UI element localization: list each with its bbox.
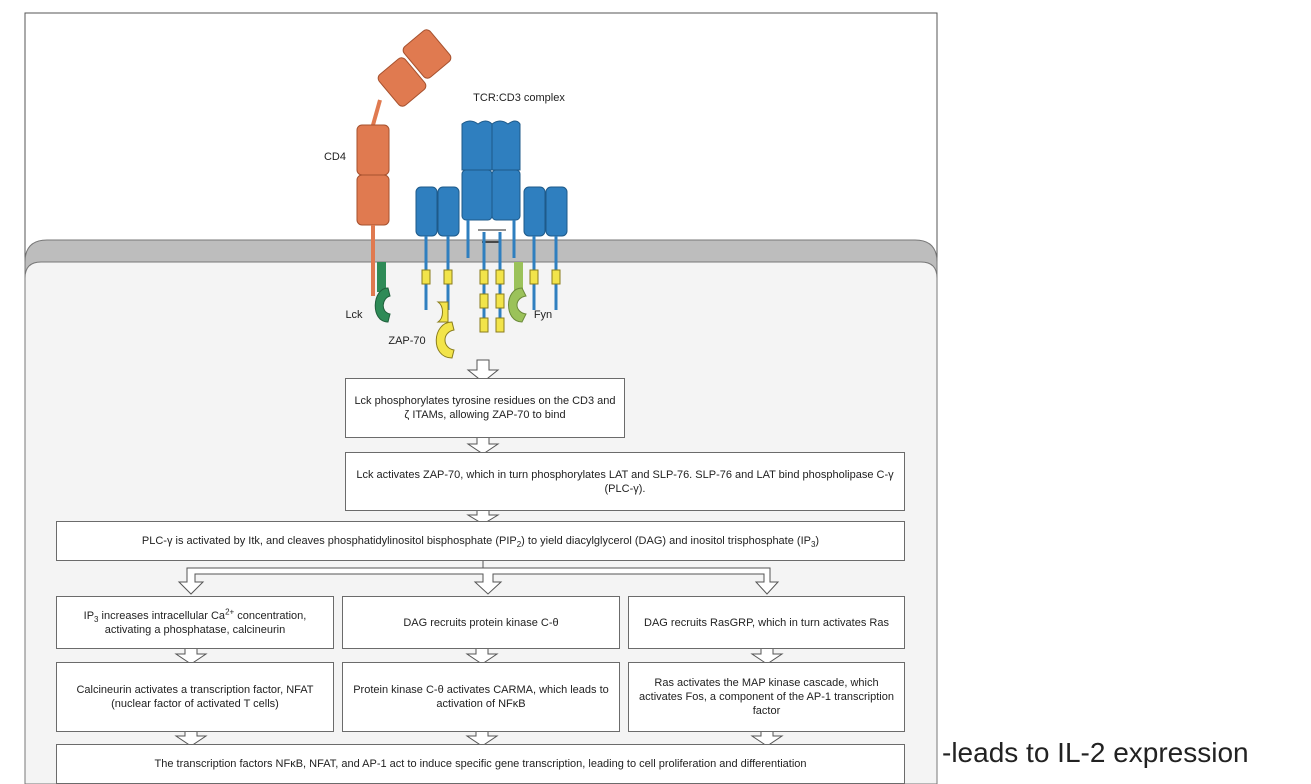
step-plc-gamma-text: PLC-γ is activated by Itk, and cleaves p… (141, 535, 820, 550)
step-plc-gamma: PLC-γ is activated by Itk, and cleaves p… (56, 521, 905, 561)
step-calcineurin-nfat: Calcineurin activates a transcription fa… (56, 662, 334, 732)
zap70-label: ZAP-70 (388, 335, 425, 347)
step-transcription-factors: The transcription factors NFκB, NFAT, an… (56, 744, 905, 784)
lck-kinase (374, 262, 391, 323)
step-ras-mapk: Ras activates the MAP kinase cascade, wh… (628, 662, 905, 732)
step-ip3-calcium-text: IP3 increases intracellular Ca2+ concent… (83, 606, 307, 636)
step-lck-phosphorylation: Lck phosphorylates tyrosine residues on … (345, 378, 625, 438)
arrow-down (466, 359, 500, 383)
fyn-kinase (508, 262, 527, 323)
tcr-complex-label: TCR:CD3 complex (473, 92, 565, 104)
arrow-down (174, 647, 208, 665)
step-dag-pkc: DAG recruits protein kinase C-θ (342, 596, 620, 649)
zap70-kinase (435, 301, 455, 359)
step-pkc-carma: Protein kinase C-θ activates CARMA, whic… (342, 662, 620, 732)
cd4-coreceptor (356, 29, 452, 296)
cd4-label: CD4 (324, 151, 346, 163)
il2-annotation: -leads to IL-2 expression (942, 737, 1249, 768)
tcr-cd3-complex (415, 120, 568, 333)
step-dag-rasgrp: DAG recruits RasGRP, which in turn activ… (628, 596, 905, 649)
step-ip3-calcium: IP3 increases intracellular Ca2+ concent… (56, 596, 334, 649)
arrow-down (465, 647, 499, 665)
arrow-branch (177, 560, 780, 595)
lck-label: Lck (345, 309, 363, 321)
step-zap70-activation: Lck activates ZAP-70, which in turn phos… (345, 452, 905, 511)
arrow-down (750, 647, 784, 665)
fyn-label: Fyn (534, 309, 552, 321)
